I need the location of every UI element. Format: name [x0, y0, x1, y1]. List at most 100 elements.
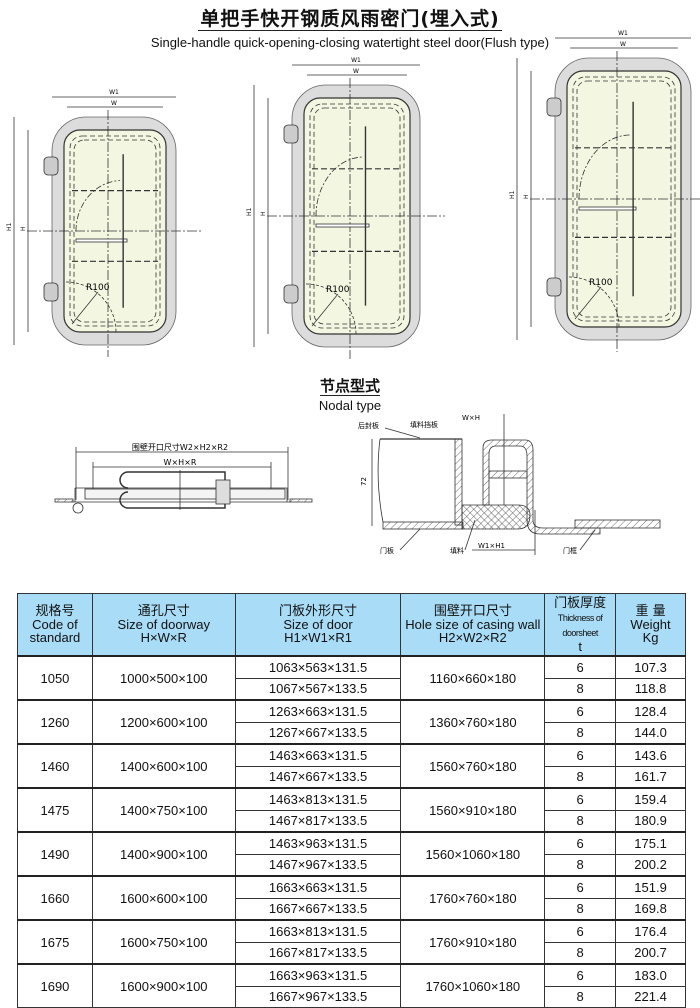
cell-thickness: 6 — [544, 875, 617, 899]
table-row: 1475 1400×750×100 1463×813×131.5 1560×91… — [17, 787, 686, 833]
cell-weight: 169.8 — [615, 897, 686, 921]
table-row: 1490 1400×900×100 1463×963×131.5 1560×10… — [17, 831, 686, 877]
cell-weight: 161.7 — [615, 765, 686, 789]
cell-weight: 159.4 — [615, 787, 686, 811]
cell-door-size: 1067×567×133.5 — [234, 677, 402, 701]
cell-weight: 128.4 — [615, 699, 686, 723]
cell-thickness: 8 — [544, 941, 617, 965]
cell-door-size: 1467×817×133.5 — [234, 809, 402, 833]
label-filler: 填料 — [450, 546, 464, 555]
table-row: 1467×967×133.5 8 200.2 — [18, 853, 686, 877]
page-title: 单把手快开钢质风雨密门(埋入式) — [198, 8, 502, 31]
cell-thickness: 8 — [544, 721, 617, 745]
door-drawing-3 — [516, 37, 700, 352]
label-w1: W1 — [351, 57, 361, 64]
label-filler-baffle: 填料挡板 — [410, 420, 438, 429]
label-w-h: W×H — [462, 414, 480, 422]
cell-thickness: 8 — [544, 677, 617, 701]
cell-weight: 151.9 — [615, 875, 686, 899]
label-h: H — [260, 211, 267, 216]
cell-door-size: 1463×813×131.5 — [234, 787, 402, 811]
cell-code: 1050 — [17, 655, 93, 701]
cell-hole-size: 1560×1060×180 — [400, 831, 546, 877]
hinge-icon — [43, 156, 59, 176]
cell-code: 1675 — [17, 919, 93, 965]
nodal-left-section — [54, 447, 313, 514]
door-drawing-1 — [13, 96, 201, 357]
cell-door-size: 1463×663×131.5 — [234, 743, 402, 767]
label-back-plate: 后封板 — [358, 421, 379, 430]
cell-doorway: 1600×750×100 — [91, 919, 236, 965]
cell-thickness: 8 — [544, 853, 617, 877]
cell-thickness: 6 — [544, 699, 617, 723]
cell-code: 1260 — [17, 699, 93, 745]
table-row: 1067×567×133.5 8 118.8 — [18, 677, 686, 701]
cell-weight: 183.0 — [615, 963, 686, 987]
cell-weight: 175.1 — [615, 831, 686, 855]
cell-hole-size: 1760×760×180 — [400, 875, 546, 921]
cell-door-size: 1463×963×131.5 — [234, 831, 402, 855]
table-row: 1050 1000×500×100 1063×563×131.5 1160×66… — [17, 655, 686, 701]
cell-hole-size: 1160×660×180 — [400, 655, 546, 701]
cell-door-size: 1063×563×131.5 — [234, 655, 402, 679]
cell-door-size: 1267×667×133.5 — [234, 721, 402, 745]
dashed-frame — [69, 135, 161, 327]
cell-door-size: 1667×667×133.5 — [234, 897, 402, 921]
table-row: 1460 1400×600×100 1463×663×131.5 1560×76… — [17, 743, 686, 789]
hinge-icon — [43, 282, 59, 302]
label-door-frame: 门框 — [563, 546, 577, 555]
table-row: 1667×817×133.5 8 200.7 — [18, 941, 686, 965]
cell-weight: 200.7 — [615, 941, 686, 965]
cell-thickness: 6 — [544, 787, 617, 811]
label-h: H — [523, 194, 530, 199]
cell-thickness: 8 — [544, 809, 617, 833]
label-w1-h1: W1×H1 — [478, 542, 505, 550]
label-w: W — [111, 100, 117, 107]
cell-thickness: 8 — [544, 897, 617, 921]
cell-door-size: 1263×663×131.5 — [234, 699, 402, 723]
label-w: W — [353, 68, 359, 75]
cell-thickness: 8 — [544, 765, 617, 789]
cell-code: 1660 — [17, 875, 93, 921]
table-row: 1467×667×133.5 8 161.7 — [18, 765, 686, 789]
nodal-right-section — [371, 414, 661, 555]
label-doorway-size: W×H×R — [164, 458, 197, 467]
cell-doorway: 1600×900×100 — [91, 963, 236, 1008]
cell-door-size: 1667×967×133.5 — [234, 985, 402, 1008]
cell-thickness: 6 — [544, 963, 617, 987]
label-radius: R100 — [86, 283, 110, 293]
cell-doorway: 1400×750×100 — [91, 787, 236, 833]
cell-code: 1460 — [17, 743, 93, 789]
table-row: 1675 1600×750×100 1663×813×131.5 1760×91… — [17, 919, 686, 965]
hinge-icon — [546, 277, 562, 297]
nodal-drawings: 围壁开口尺寸W2×H2×R2 W×H×R 后封板 填料挡板 W×H 72 门板 … — [54, 414, 661, 555]
cell-thickness: 8 — [544, 985, 617, 1008]
cell-thickness: 6 — [544, 919, 617, 943]
cell-hole-size: 1760×910×180 — [400, 919, 546, 965]
table-row: 1660 1600×600×100 1663×663×131.5 1760×76… — [17, 875, 686, 921]
cell-door-size: 1467×667×133.5 — [234, 765, 402, 789]
cell-weight: 180.9 — [615, 809, 686, 833]
cell-doorway: 1200×600×100 — [91, 699, 236, 745]
label-h1: H1 — [509, 190, 516, 199]
door-drawing-2 — [253, 64, 445, 359]
cell-door-size: 1467×967×133.5 — [234, 853, 402, 877]
cell-door-size: 1667×817×133.5 — [234, 941, 402, 965]
cell-code: 1490 — [17, 831, 93, 877]
door-drawings: W1 W H1 H R100 W1 W H1 H R100 — [6, 30, 700, 359]
cell-thickness: 6 — [544, 743, 617, 767]
label-casing-opening: 围壁开口尺寸W2×H2×R2 — [132, 442, 228, 452]
label-radius: R100 — [326, 285, 350, 295]
table-row: 1690 1600×900×100 1663×963×131.5 1760×10… — [17, 963, 686, 1008]
label-w1: W1 — [109, 89, 119, 96]
label-72: 72 — [360, 477, 368, 486]
cell-hole-size: 1360×760×180 — [400, 699, 546, 745]
cell-thickness: 6 — [544, 655, 617, 679]
nodal-title: 节点型式 — [319, 377, 380, 396]
cell-code: 1690 — [17, 963, 93, 1008]
label-door-panel: 门板 — [380, 546, 394, 555]
